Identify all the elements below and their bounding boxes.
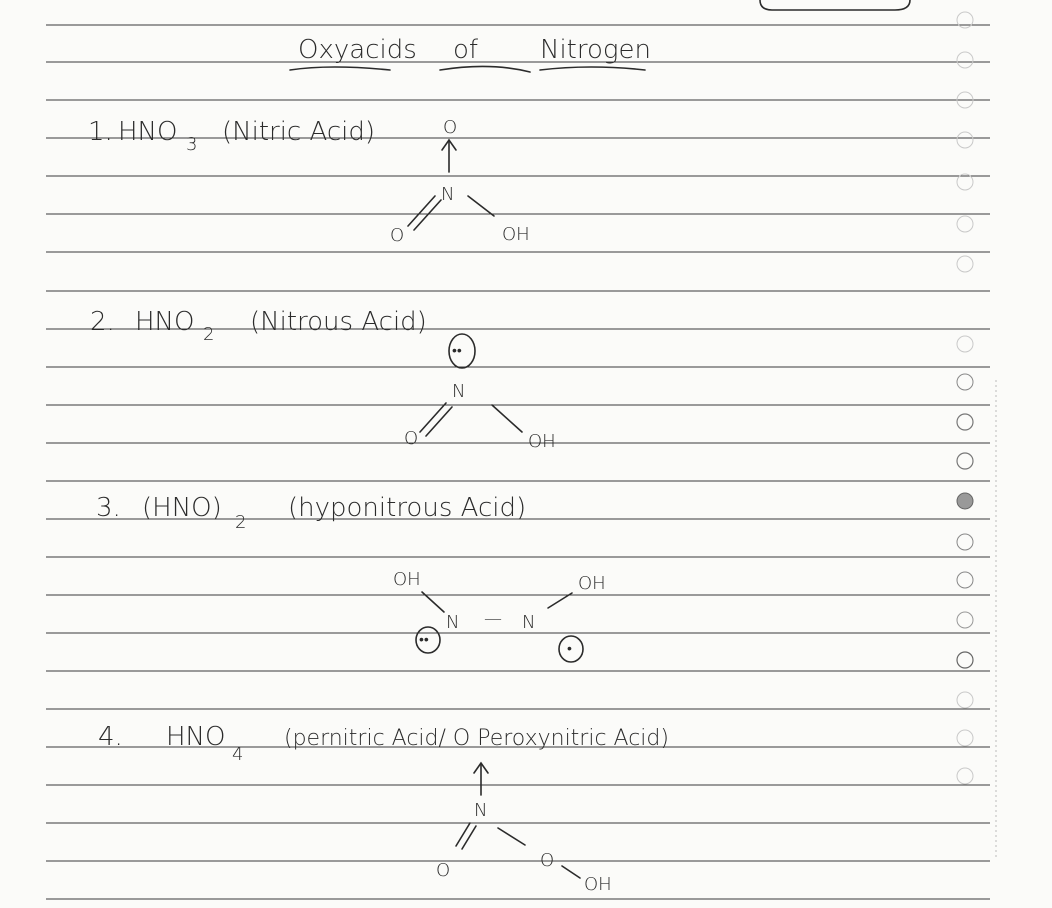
title-underline-3 [539,66,646,71]
lone-pair-left: •• [419,632,429,648]
atom-n: N [452,381,465,402]
nitric-acid-structure: O N O OH [390,117,530,246]
formula-main: HNO [118,117,177,147]
page-title: Oxyacids of Nitrogen [289,35,651,73]
atom-oh: OH [584,874,612,895]
title-underline-2 [439,65,531,73]
ruled-lines [46,24,990,900]
atom-o-left: O [404,428,418,449]
title-underline-1 [289,66,391,71]
nitrous-acid-structure: •• N O OH [404,333,556,452]
atom-oh-left: OH [393,569,421,590]
lone-pair: •• [452,343,462,359]
double-bond-line-2 [461,825,477,850]
n-n-bond: — [484,608,502,629]
entry-nitric-acid: 1. HNO 3 (Nitric Acid) O N O OH [88,117,530,246]
lone-pair-orbital-right [558,635,584,663]
formula-subscript: 2 [203,324,214,345]
formula-main: HNO [135,307,194,337]
atom-o-top: O [443,117,457,138]
lone-pair-orbital [448,333,476,369]
atom-n: N [474,800,487,821]
entry-hyponitrous-acid: 3. (HNO) 2 (hyponitrous Acid) OH OH N — … [96,493,606,663]
entry-number: 3. [96,493,121,523]
corner-bracket [759,0,911,11]
lone-pair-right: • [567,641,572,657]
entry-nitrous-acid: 2. HNO 2 (Nitrous Acid) •• N O OH [90,307,556,452]
formula-main: HNO [166,722,225,752]
title-word-oxyacids: Oxyacids [298,35,417,65]
entry-number: 2. [90,307,115,337]
atom-n-right: N [522,612,535,633]
acid-name: (pernitric Acid/ O Peroxynitric Acid) [284,726,669,751]
entry-number: 1. [88,117,113,147]
double-bond-line-1 [455,822,471,847]
formula-subscript: 4 [232,744,243,765]
bond-o-oh [561,865,581,879]
pernitric-acid-structure: N O O OH [436,761,612,895]
acid-name: (hyponitrous Acid) [288,493,526,523]
double-bond-line-1 [419,402,447,433]
acid-name: (Nitrous Acid) [250,307,427,337]
formula-main: (HNO) [142,493,222,523]
double-bond-line-2 [413,199,442,231]
hyponitrous-acid-structure: OH OH N — N •• • [393,569,606,663]
entry-pernitric-acid: 4. HNO 4 (pernitric Acid/ O Peroxynitric… [98,722,669,895]
atom-o-left: O [390,225,404,246]
formula-subscript: 2 [235,512,246,533]
single-bond [467,195,495,217]
atom-n: N [441,184,454,205]
single-bond [491,404,523,433]
double-bond-line-1 [407,195,436,227]
arrow-head [441,138,457,151]
bond-oh-left [421,591,445,613]
double-bond-line-2 [425,406,453,437]
title-word-nitrogen: Nitrogen [540,35,651,65]
atom-n-left: N [446,612,459,633]
entry-number: 4. [98,722,123,752]
binder-holes [956,11,997,860]
acid-name: (Nitric Acid) [222,117,375,147]
bond-oh-right [547,592,573,609]
atom-oh: OH [528,431,556,452]
single-bond [497,827,526,846]
arrow-head [473,761,489,774]
title-word-of: of [453,35,479,65]
lone-pair-orbital-left [415,626,441,654]
atom-o-mid: O [540,850,554,871]
atom-oh-right: OH [578,573,606,594]
atom-oh: OH [502,224,530,245]
formula-subscript: 3 [186,134,197,155]
atom-o-left: O [436,860,450,881]
